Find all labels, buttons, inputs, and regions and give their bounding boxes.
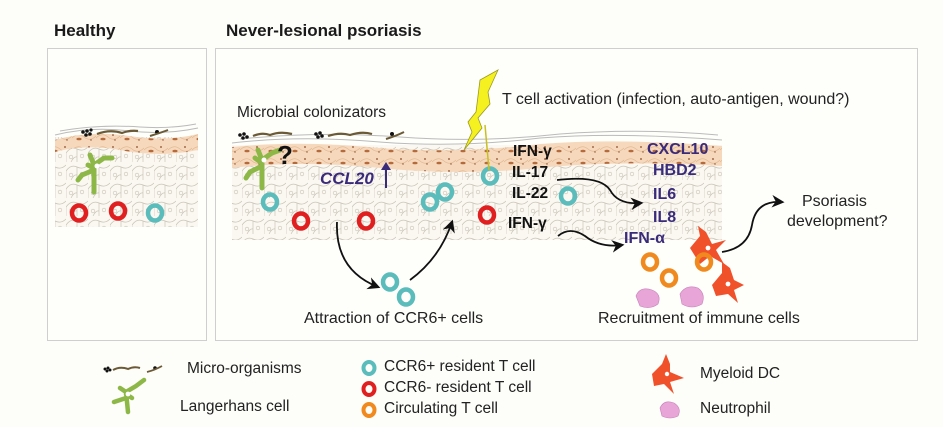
nl-microbes <box>238 131 405 140</box>
attracted-ccr6-plus-cells <box>380 272 416 307</box>
healthy-stratum-corneum <box>54 123 199 136</box>
mediator-hbd2: HBD2 <box>653 162 697 179</box>
cytokine-il17: IL-17 <box>512 164 549 181</box>
never-lesional-skin-tissue <box>231 130 723 240</box>
healthy-panel-title: Healthy <box>54 21 116 40</box>
nl-ccr6-minus-cells <box>291 205 497 231</box>
healthy-t-cells <box>69 201 165 223</box>
psoriasis-development-line2: development? <box>787 213 888 230</box>
healthy-granular-layer <box>55 133 198 154</box>
neutrophils <box>635 286 704 308</box>
legend-micro-organisms-label: Micro-organisms <box>187 360 302 377</box>
ccl20-up-arrowhead <box>381 162 391 170</box>
attraction-label: Attraction of CCR6+ cells <box>304 310 484 327</box>
legend-ccr6-plus-icon <box>361 360 377 376</box>
legend-langerhans-label: Langerhans cell <box>180 398 290 415</box>
t-cell-activation-label: T cell activation (infection, auto-antig… <box>502 91 850 108</box>
healthy-langerhans-cell <box>75 152 115 195</box>
arrow-ifng-to-ifna <box>557 230 625 253</box>
legend-myeloid-dc-label: Myeloid DC <box>700 365 781 382</box>
recruitment-label: Recruitment of immune cells <box>598 310 800 327</box>
arrow-to-psoriasis <box>721 194 785 253</box>
legend-ccr6-minus-icon <box>361 381 377 397</box>
question-mark: ? <box>277 140 293 170</box>
ccl20-label: CCL20 <box>320 169 374 188</box>
myeloid-dc-2 <box>712 262 744 303</box>
legend-circulating-label: Circulating T cell <box>384 400 499 417</box>
arrow-to-circulation <box>336 221 381 290</box>
mediator-il6: IL6 <box>653 186 677 203</box>
cytokine-ifn-gamma-1: IFN-γ <box>513 143 552 160</box>
arrow-back-to-skin <box>409 219 455 281</box>
mediator-il8: IL8 <box>653 209 677 226</box>
lightning-bolt-icon <box>463 69 499 151</box>
lightning-tail <box>484 124 490 171</box>
cytokine-il22: IL-22 <box>512 185 549 202</box>
legend-neutrophil-icon <box>659 401 680 419</box>
legend-langerhans-icon <box>111 377 147 415</box>
never-lesional-panel-title: Never-lesional psoriasis <box>226 21 422 40</box>
legend-circulating-icon <box>361 402 377 418</box>
legend-micro-organisms-icon <box>103 365 163 373</box>
nl-granular-layer <box>232 141 722 172</box>
microbial-colonizators-label: Microbial colonizators <box>237 104 387 121</box>
healthy-skin-tissue <box>54 123 199 227</box>
mediator-cxcl10: CXCL10 <box>647 141 709 158</box>
nl-ccr6-plus-cells <box>260 166 578 212</box>
healthy-microbes <box>81 128 169 137</box>
legend-ccr6-minus-label: CCR6- resident T cell <box>384 379 532 396</box>
circulating-t-cells <box>640 252 714 288</box>
arrow-il17-to-mediators <box>556 177 644 211</box>
legend-neutrophil-label: Neutrophil <box>700 400 771 417</box>
nl-langerhans-cell <box>243 147 283 191</box>
legend-myeloid-dc-icon <box>652 354 684 394</box>
legend-ccr6-plus-label: CCR6+ resident T cell <box>384 358 536 375</box>
cytokine-ifn-gamma-2: IFN-γ <box>508 215 547 232</box>
mediator-ifn-alpha: IFN-α <box>624 230 665 247</box>
psoriasis-development-line1: Psoriasis <box>802 193 867 210</box>
